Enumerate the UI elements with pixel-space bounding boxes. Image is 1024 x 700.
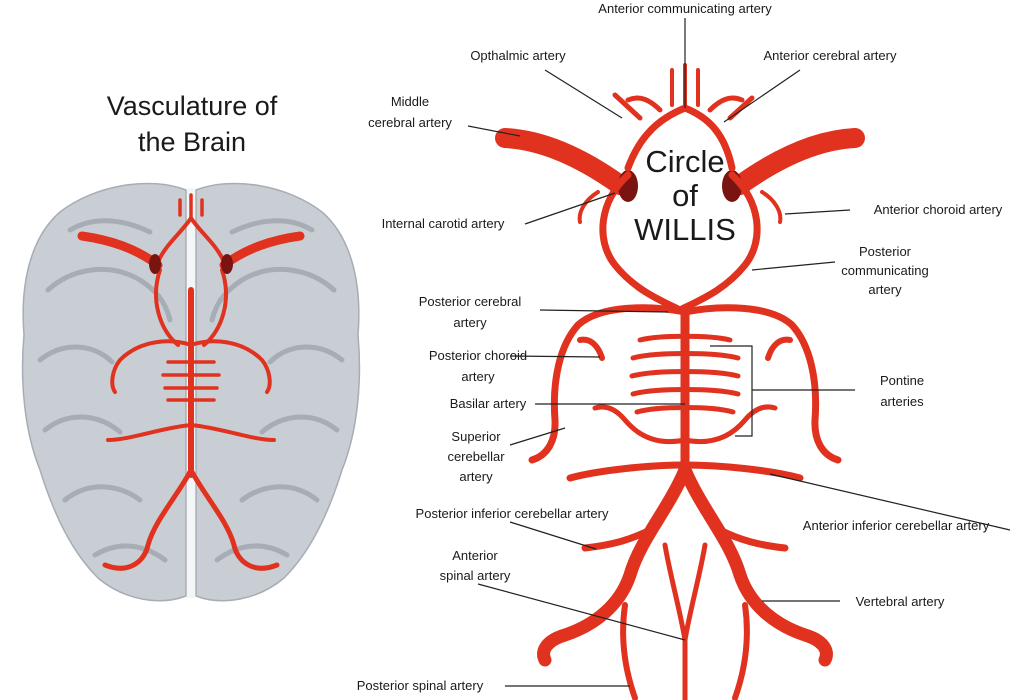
right-hemisphere <box>195 182 361 602</box>
title-line-1: Vasculature of <box>107 91 278 121</box>
anterior-inferior-cerebellar-arteries <box>566 461 804 482</box>
right-posterior-cerebral-artery <box>681 304 842 464</box>
circle-of-willis-illustration <box>495 63 865 700</box>
brain-anterior-branches <box>178 193 204 220</box>
left-vertebral-artery <box>537 463 692 667</box>
title-line-2: the Brain <box>138 127 246 157</box>
left-hemisphere <box>21 182 187 602</box>
label-anterior-communicating: Anterior communicating artery <box>598 1 772 16</box>
labels: Anterior communicating artery Opthalmic … <box>357 1 1003 693</box>
label-vertebral: Vertebral artery <box>856 594 945 609</box>
brain-cerebellar-arteries <box>106 423 276 442</box>
label-pontine-2: arteries <box>880 394 924 409</box>
posterior-choroid-arteries <box>577 336 793 361</box>
label-pontine-1: Pontine <box>880 373 924 388</box>
left-posterior-cerebral-artery <box>528 304 689 464</box>
brain-posterior-cerebral <box>110 339 272 394</box>
right-vertebral-artery <box>678 463 833 667</box>
label-posterior-choroid-1: Posterior choroid <box>429 348 527 363</box>
label-posterior-inferior-cerebellar: Posterior inferior cerebellar artery <box>416 506 609 521</box>
brain-arteries <box>77 193 305 571</box>
anterior-cerebral-branches <box>625 95 745 113</box>
circle-title-line-1: Circle <box>645 144 724 179</box>
label-middle-cerebral-1: Middle <box>391 94 429 109</box>
label-basilar: Basilar artery <box>450 396 527 411</box>
label-superior-cerebellar-3: artery <box>459 469 493 484</box>
pontine-arteries <box>629 333 741 415</box>
brain-gyri <box>37 218 345 563</box>
right-middle-cerebral-artery <box>730 128 865 195</box>
brain-left-carotid-opening <box>149 254 161 274</box>
brain-illustration <box>21 182 361 602</box>
anterior-spinal-artery <box>662 542 708 700</box>
label-posterior-cerebral-2: artery <box>453 315 487 330</box>
label-opthalmic: Opthalmic artery <box>470 48 566 63</box>
right-posterior-communicating-artery <box>676 171 761 314</box>
posterior-spinal-arteries <box>620 602 750 700</box>
left-posterior-communicating-artery <box>599 171 684 314</box>
label-anterior-choroid: Anterior choroid artery <box>874 202 1003 217</box>
label-posterior-spinal: Posterior spinal artery <box>357 678 484 693</box>
leader-lines <box>467 18 1011 687</box>
label-internal-carotid: Internal carotid artery <box>382 216 505 231</box>
label-posterior-communicating-3: artery <box>868 282 902 297</box>
label-posterior-communicating-1: Posterior <box>859 244 912 259</box>
label-posterior-cerebral-1: Posterior cerebral <box>419 294 522 309</box>
label-superior-cerebellar-1: Superior <box>451 429 501 444</box>
left-middle-cerebral-artery <box>495 128 630 195</box>
anterior-choroid-arteries <box>577 190 783 224</box>
brain-right-carotid-opening <box>221 254 233 274</box>
label-posterior-choroid-2: artery <box>461 369 495 384</box>
brain-pontine-arteries <box>161 360 221 402</box>
label-posterior-communicating-2: communicating <box>841 263 928 278</box>
circle-title-line-3: WILLIS <box>634 212 736 247</box>
label-superior-cerebellar-2: cerebellar <box>447 449 505 464</box>
posterior-inferior-cerebellar-arteries <box>581 526 789 552</box>
label-anterior-spinal-1: Anterior <box>452 548 498 563</box>
superior-cerebellar-arteries <box>592 404 778 445</box>
label-anterior-spinal-2: spinal artery <box>440 568 511 583</box>
brain-vertebral-arteries <box>102 467 280 571</box>
label-anterior-inferior-cerebellar: Anterior inferior cerebellar artery <box>803 518 990 533</box>
label-middle-cerebral-2: cerebral artery <box>368 115 452 130</box>
brain-anterior-cerebral <box>156 216 226 264</box>
circle-title-line-2: of <box>672 178 698 213</box>
label-anterior-cerebral: Anterior cerebral artery <box>764 48 897 63</box>
